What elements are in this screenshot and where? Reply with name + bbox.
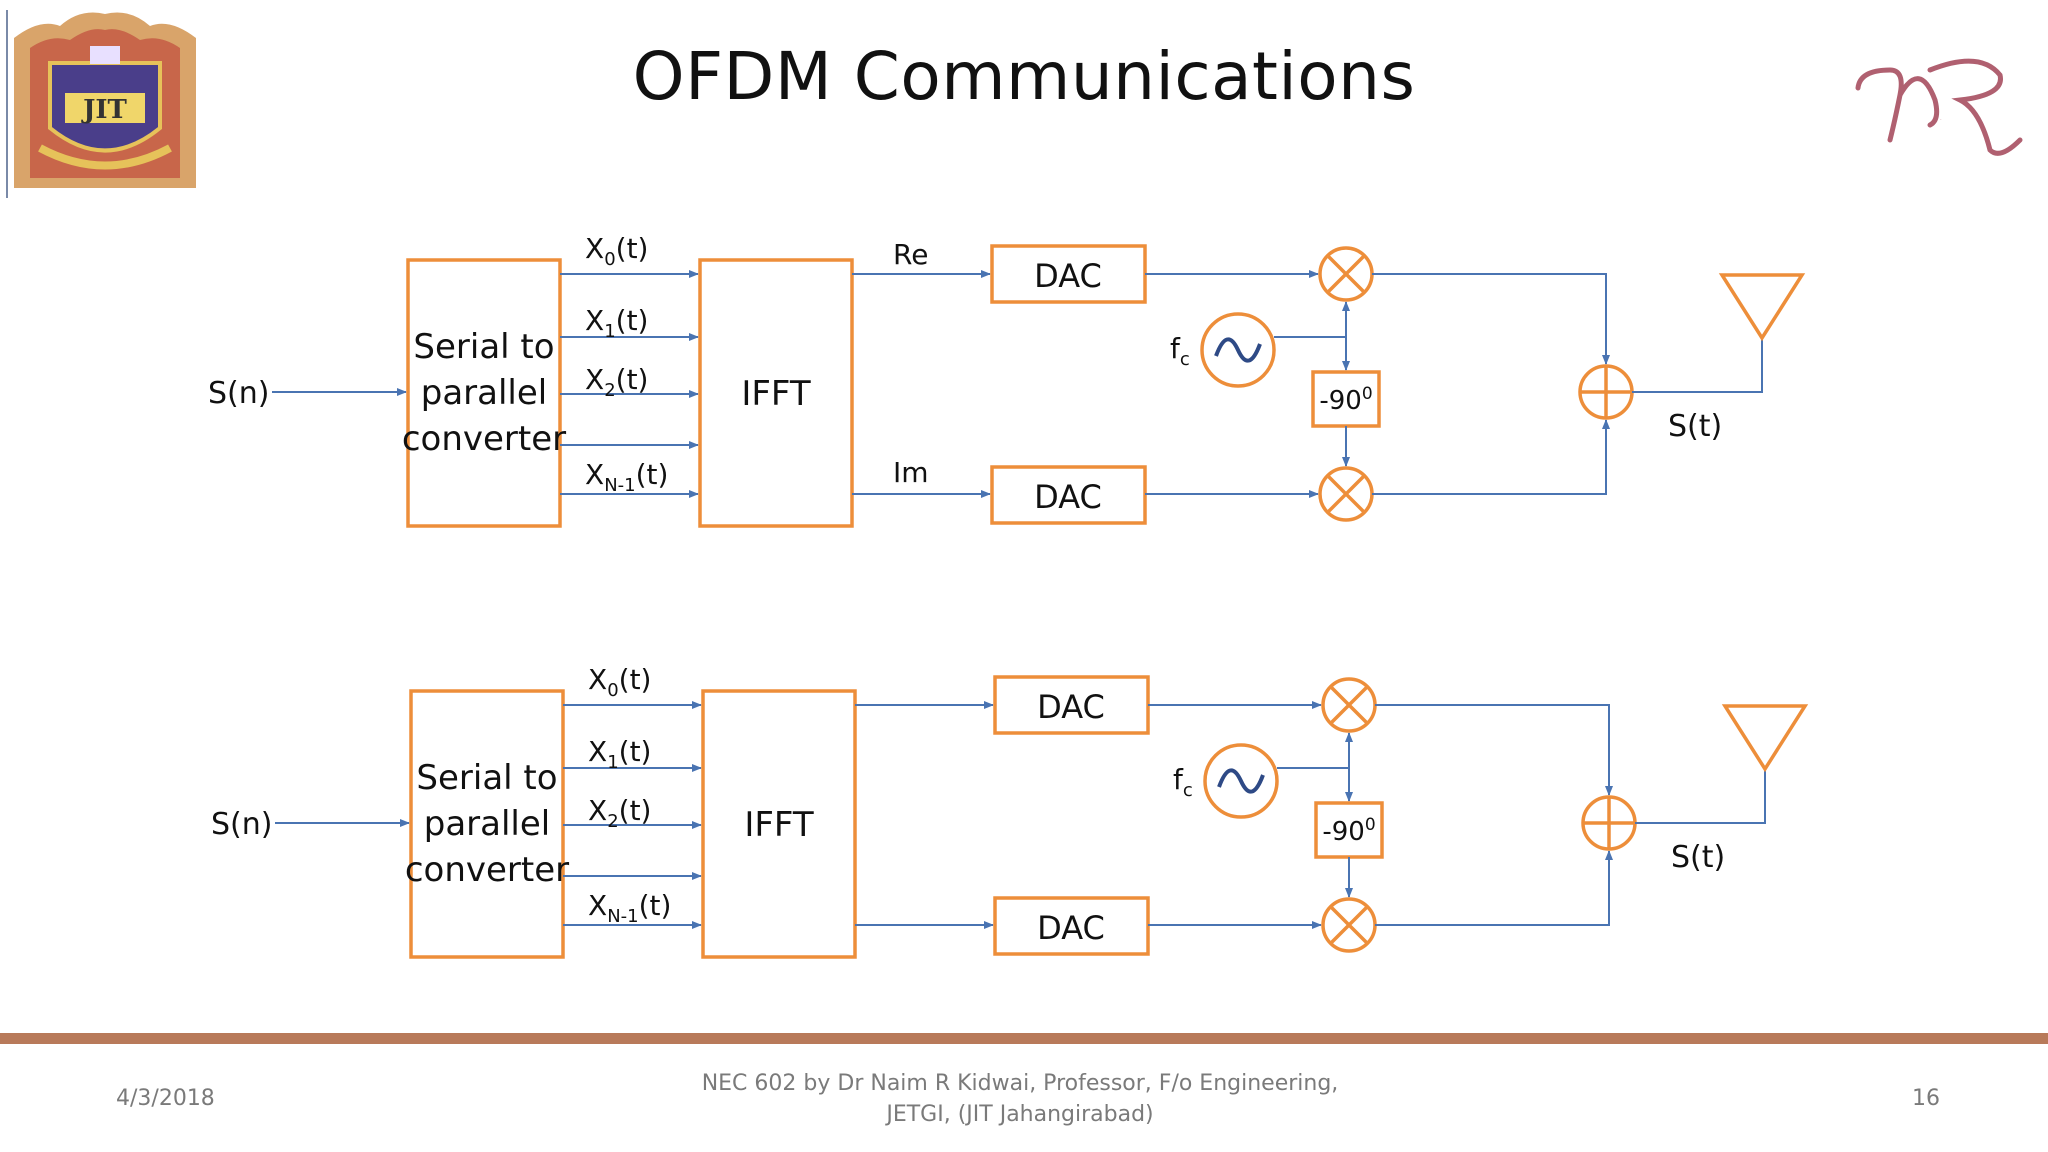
footer-credit-line1: NEC 602 by Dr Naim R Kidwai, Professor, … [701, 1071, 1339, 1096]
label-fc: fc [1173, 763, 1193, 801]
antenna-icon [1718, 273, 1806, 342]
jit-logo: JIT [14, 12, 196, 188]
antenna-icon [1721, 704, 1809, 773]
mixer-top-x2 [1326, 254, 1366, 294]
sum-to-antenna [1632, 338, 1763, 393]
mixer-bottom-x2 [1326, 474, 1366, 514]
input-label-sn: S(n) [208, 376, 269, 411]
ifft-label: IFFT [741, 374, 811, 414]
ifft-block [698, 258, 854, 528]
ofdm-transmitter-bottom: S(n) Serial to parallel converter X0(t) X1(t)… [211, 663, 1809, 959]
serial-to-parallel-label-1: parallel [421, 373, 548, 413]
label-x0: X0(t) [588, 663, 651, 701]
dac-block-bottom [993, 896, 1150, 956]
mixer-top-x2 [1329, 685, 1369, 725]
label-x1: X1(t) [585, 304, 648, 342]
serial-to-parallel-block [406, 258, 562, 528]
input-label-sn: S(n) [211, 807, 272, 842]
serial-to-parallel-label-0: Serial to [416, 758, 557, 798]
label-x2: X2(t) [588, 794, 651, 832]
mixer-bottom-to-sum [1372, 419, 1610, 495]
page-number: 16 [1912, 1086, 1940, 1111]
mixer-top-to-sum [1375, 704, 1613, 796]
dac-label-bottom: DAC [1034, 478, 1102, 516]
nr-monogram: NR [1855, 58, 2023, 156]
label-im: Im [893, 456, 929, 489]
phase-shift-block [1314, 801, 1384, 859]
footer-credit: NEC 602 by Dr Naim R Kidwai, Professor, … [620, 1068, 1420, 1130]
logo-divider [6, 10, 8, 198]
footer-date: 4/3/2018 [116, 1086, 215, 1111]
mixer-top-to-sum [1372, 273, 1610, 365]
ofdm-diagram: S(n)Serial toparallelconverterX0(t)X1(t)… [208, 232, 1809, 959]
serial-to-parallel-label-1: parallel [424, 804, 551, 844]
monogram-text: NR [1940, 119, 1942, 121]
ofdm-transmitter-top: S(n) Serial to parallel converter X0(t) X1(t)… [208, 232, 1806, 528]
serial-to-parallel-label-2: converter [405, 850, 569, 890]
footer-rule [0, 1033, 2048, 1044]
ifft-block [701, 689, 857, 959]
dac-label-bottom: DAC [1037, 909, 1105, 947]
label-fc: fc [1170, 332, 1190, 370]
label-xn1: XN-1(t) [588, 889, 671, 927]
output-label-st: S(t) [1671, 840, 1725, 875]
output-label-st: S(t) [1668, 409, 1722, 444]
phase-shift-label: -900 [1322, 815, 1375, 847]
serial-to-parallel-label-2: converter [402, 419, 566, 459]
label-xn1: XN-1(t) [585, 458, 668, 496]
serial-to-parallel-block [409, 689, 565, 959]
label-re: Re [893, 238, 928, 271]
dac-label-top: DAC [1037, 688, 1105, 726]
dac-block-top [990, 244, 1147, 304]
sum-to-antenna [1635, 769, 1766, 824]
sine-wave-icon [1214, 337, 1262, 363]
footer-credit-line2: JETGI, (JIT Jahangirabad) [886, 1102, 1154, 1127]
dac-label-top: DAC [1034, 257, 1102, 295]
label-x0: X0(t) [585, 232, 648, 270]
logo-text: JIT [81, 95, 127, 125]
dac-block-top [993, 675, 1150, 735]
phase-shift-label: -900 [1319, 384, 1372, 416]
label-x1: X1(t) [588, 735, 651, 773]
mixer-bottom-to-sum [1375, 850, 1613, 926]
slide-title: OFDM Communications [632, 38, 1416, 115]
label-x2: X2(t) [585, 363, 648, 401]
sine-wave-icon [1217, 768, 1265, 794]
ifft-label: IFFT [744, 805, 814, 845]
mixer-bottom-x2 [1329, 905, 1369, 945]
serial-to-parallel-label-0: Serial to [413, 327, 554, 367]
